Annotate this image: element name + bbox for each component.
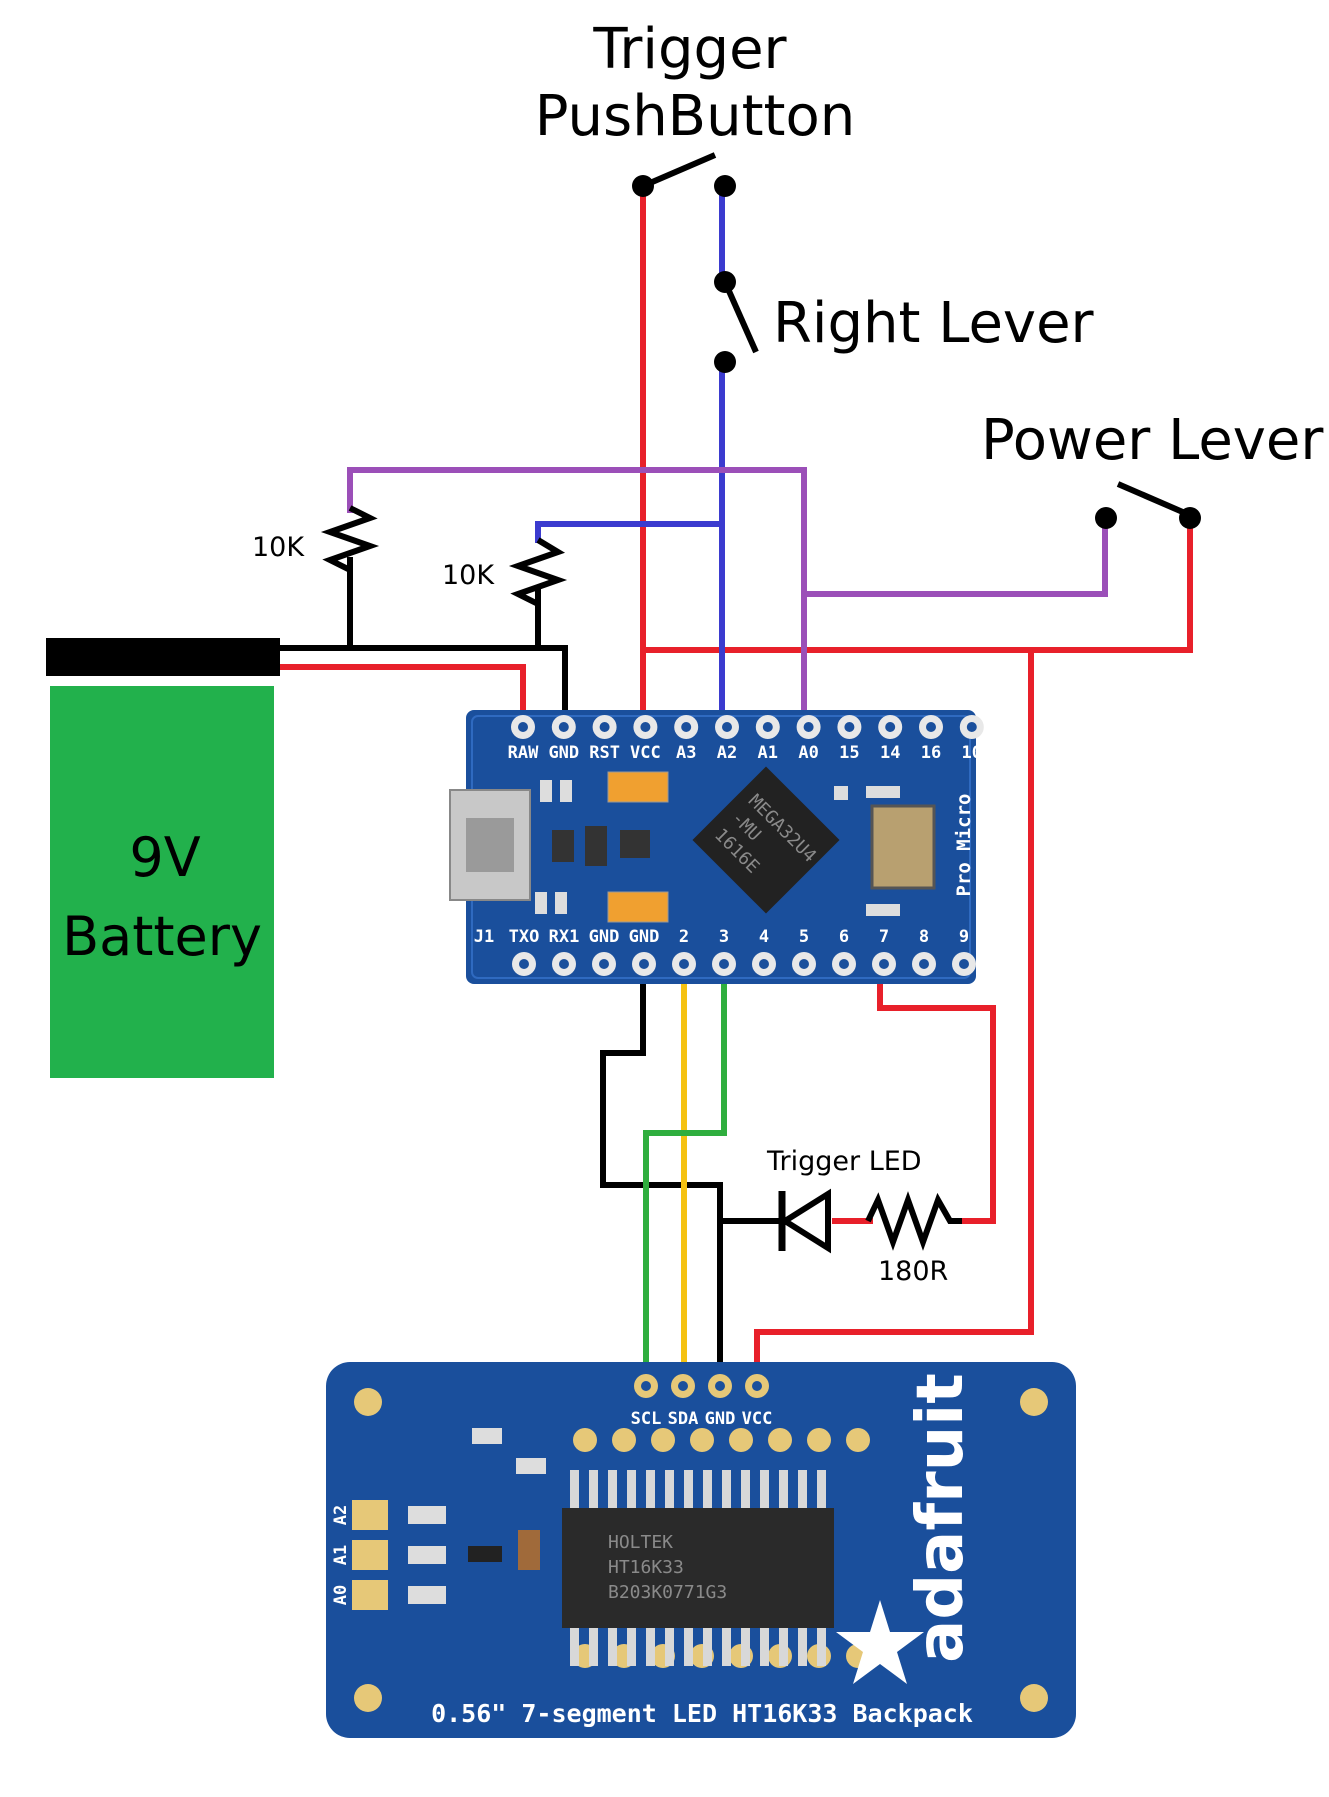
pin-label: 16 [921,743,941,763]
backpack-pin-row: SCL SDA GND VCC [631,1374,773,1429]
label-resistor-10k-1: 10K [252,532,305,563]
power-lever-switch [1095,481,1201,529]
wire-gnd-resistors [347,557,541,651]
chip-code: B203K0771G3 [608,1582,727,1603]
battery-label-voltage: 9V [129,826,200,889]
crystal [870,804,936,890]
pin-label: 10 [962,743,982,763]
backpack-pin-label: SCL [631,1409,662,1429]
pin-label: TXO [509,927,540,947]
resistor-10k-a2 [508,537,568,607]
capacitor-bottom [607,891,669,923]
display-pad [612,1428,636,1452]
display-pad [846,1428,870,1452]
capacitor-top [607,771,669,803]
display-pad [651,1428,675,1452]
label-180r: 180R [878,1256,948,1287]
display-pad [729,1428,753,1452]
pin-label: A3 [676,743,696,763]
wire-a0-rail [347,467,807,723]
label-trigger-led: Trigger LED [766,1146,922,1177]
label-resistor-10k-2: 10K [442,560,495,591]
pin-label: GND [629,927,660,947]
display-pad [807,1428,831,1452]
pro-micro-side-text: Pro Micro [953,794,975,897]
adafruit-logo-text: adafruit [904,1373,978,1663]
wire-vcc-backpack [754,647,1034,1388]
battery-label-name: Battery [62,905,262,968]
mount-hole [354,1684,382,1712]
pin-label: RAW [508,743,539,763]
display-pad [768,1428,792,1452]
mount-hole [1020,1684,1048,1712]
pin-label: 14 [880,743,900,763]
pin-label: 2 [679,927,689,947]
pin-label: GND [548,743,579,763]
address-pads: A2 A1 A0 [331,1500,388,1610]
wire-vcc-rail [640,517,1193,653]
resistor-10k-a0 [320,505,380,573]
backpack-pad-row-top [573,1428,870,1452]
wire-battery-raw [275,664,526,723]
pin-label: VCC [630,743,661,763]
ht16k33-chip: HOLTEK HT16K33 B203K0771G3 [562,1470,834,1666]
mount-hole [354,1388,382,1416]
backpack-caption: 0.56" 7-segment LED HT16K33 Backpack [431,1699,973,1728]
top-pin-row: RAW GND RST VCC A3 A2 A1 A0 15 14 16 10 [508,715,984,763]
right-lever-switch [714,271,759,373]
adafruit-flower-icon [836,1600,924,1684]
pin-label: A0 [798,743,818,763]
wire-a0-powerlever [801,517,1108,597]
addr-label-a1: A1 [331,1545,351,1565]
backpack-pin-label: GND [705,1409,736,1429]
backpack-pin-label: VCC [742,1409,773,1429]
trigger-led [778,1188,831,1254]
pin-label: 3 [719,927,729,947]
display-pad [690,1428,714,1452]
pin-label: RST [589,743,620,763]
bottom-pin-row: J1 TXO RX1 GND GND 2 3 4 5 6 7 8 9 [474,927,976,976]
wire-scl [643,959,727,1388]
wire-gnd-battery [275,645,568,723]
battery-terminal [46,638,280,676]
pin-label: GND [589,927,620,947]
pin-label: 6 [839,927,849,947]
pin-label: 15 [839,743,859,763]
pin-label: A1 [758,743,778,763]
wire-gnd-backpack [600,959,723,1388]
trigger-pushbutton [632,152,736,197]
wire-pin7-led [877,964,996,1224]
wire-a2-pulldown [535,521,725,543]
pin-label: 9 [959,927,969,947]
pin-label: 5 [799,927,809,947]
label-trigger: Trigger [592,17,787,82]
label-right-lever: Right Lever [773,291,1095,356]
label-pushbutton: PushButton [535,84,856,149]
addr-label-a0: A0 [331,1585,351,1605]
addr-label-a2: A2 [331,1505,351,1525]
pin-label: RX1 [549,927,580,947]
pin-label: 8 [919,927,929,947]
pin-label: A2 [717,743,737,763]
chip-model: HT16K33 [608,1557,684,1578]
mount-hole [1020,1388,1048,1416]
chip-brand: HOLTEK [608,1532,673,1553]
label-power-lever: Power Lever [981,408,1324,473]
backpack-pin-label: SDA [668,1409,699,1429]
resistor-180r [865,1191,962,1251]
display-pad [573,1428,597,1452]
battery-body [50,686,274,1078]
pin-label: 7 [879,927,889,947]
pin-label: J1 [474,927,494,947]
pin-label: 4 [759,927,769,947]
